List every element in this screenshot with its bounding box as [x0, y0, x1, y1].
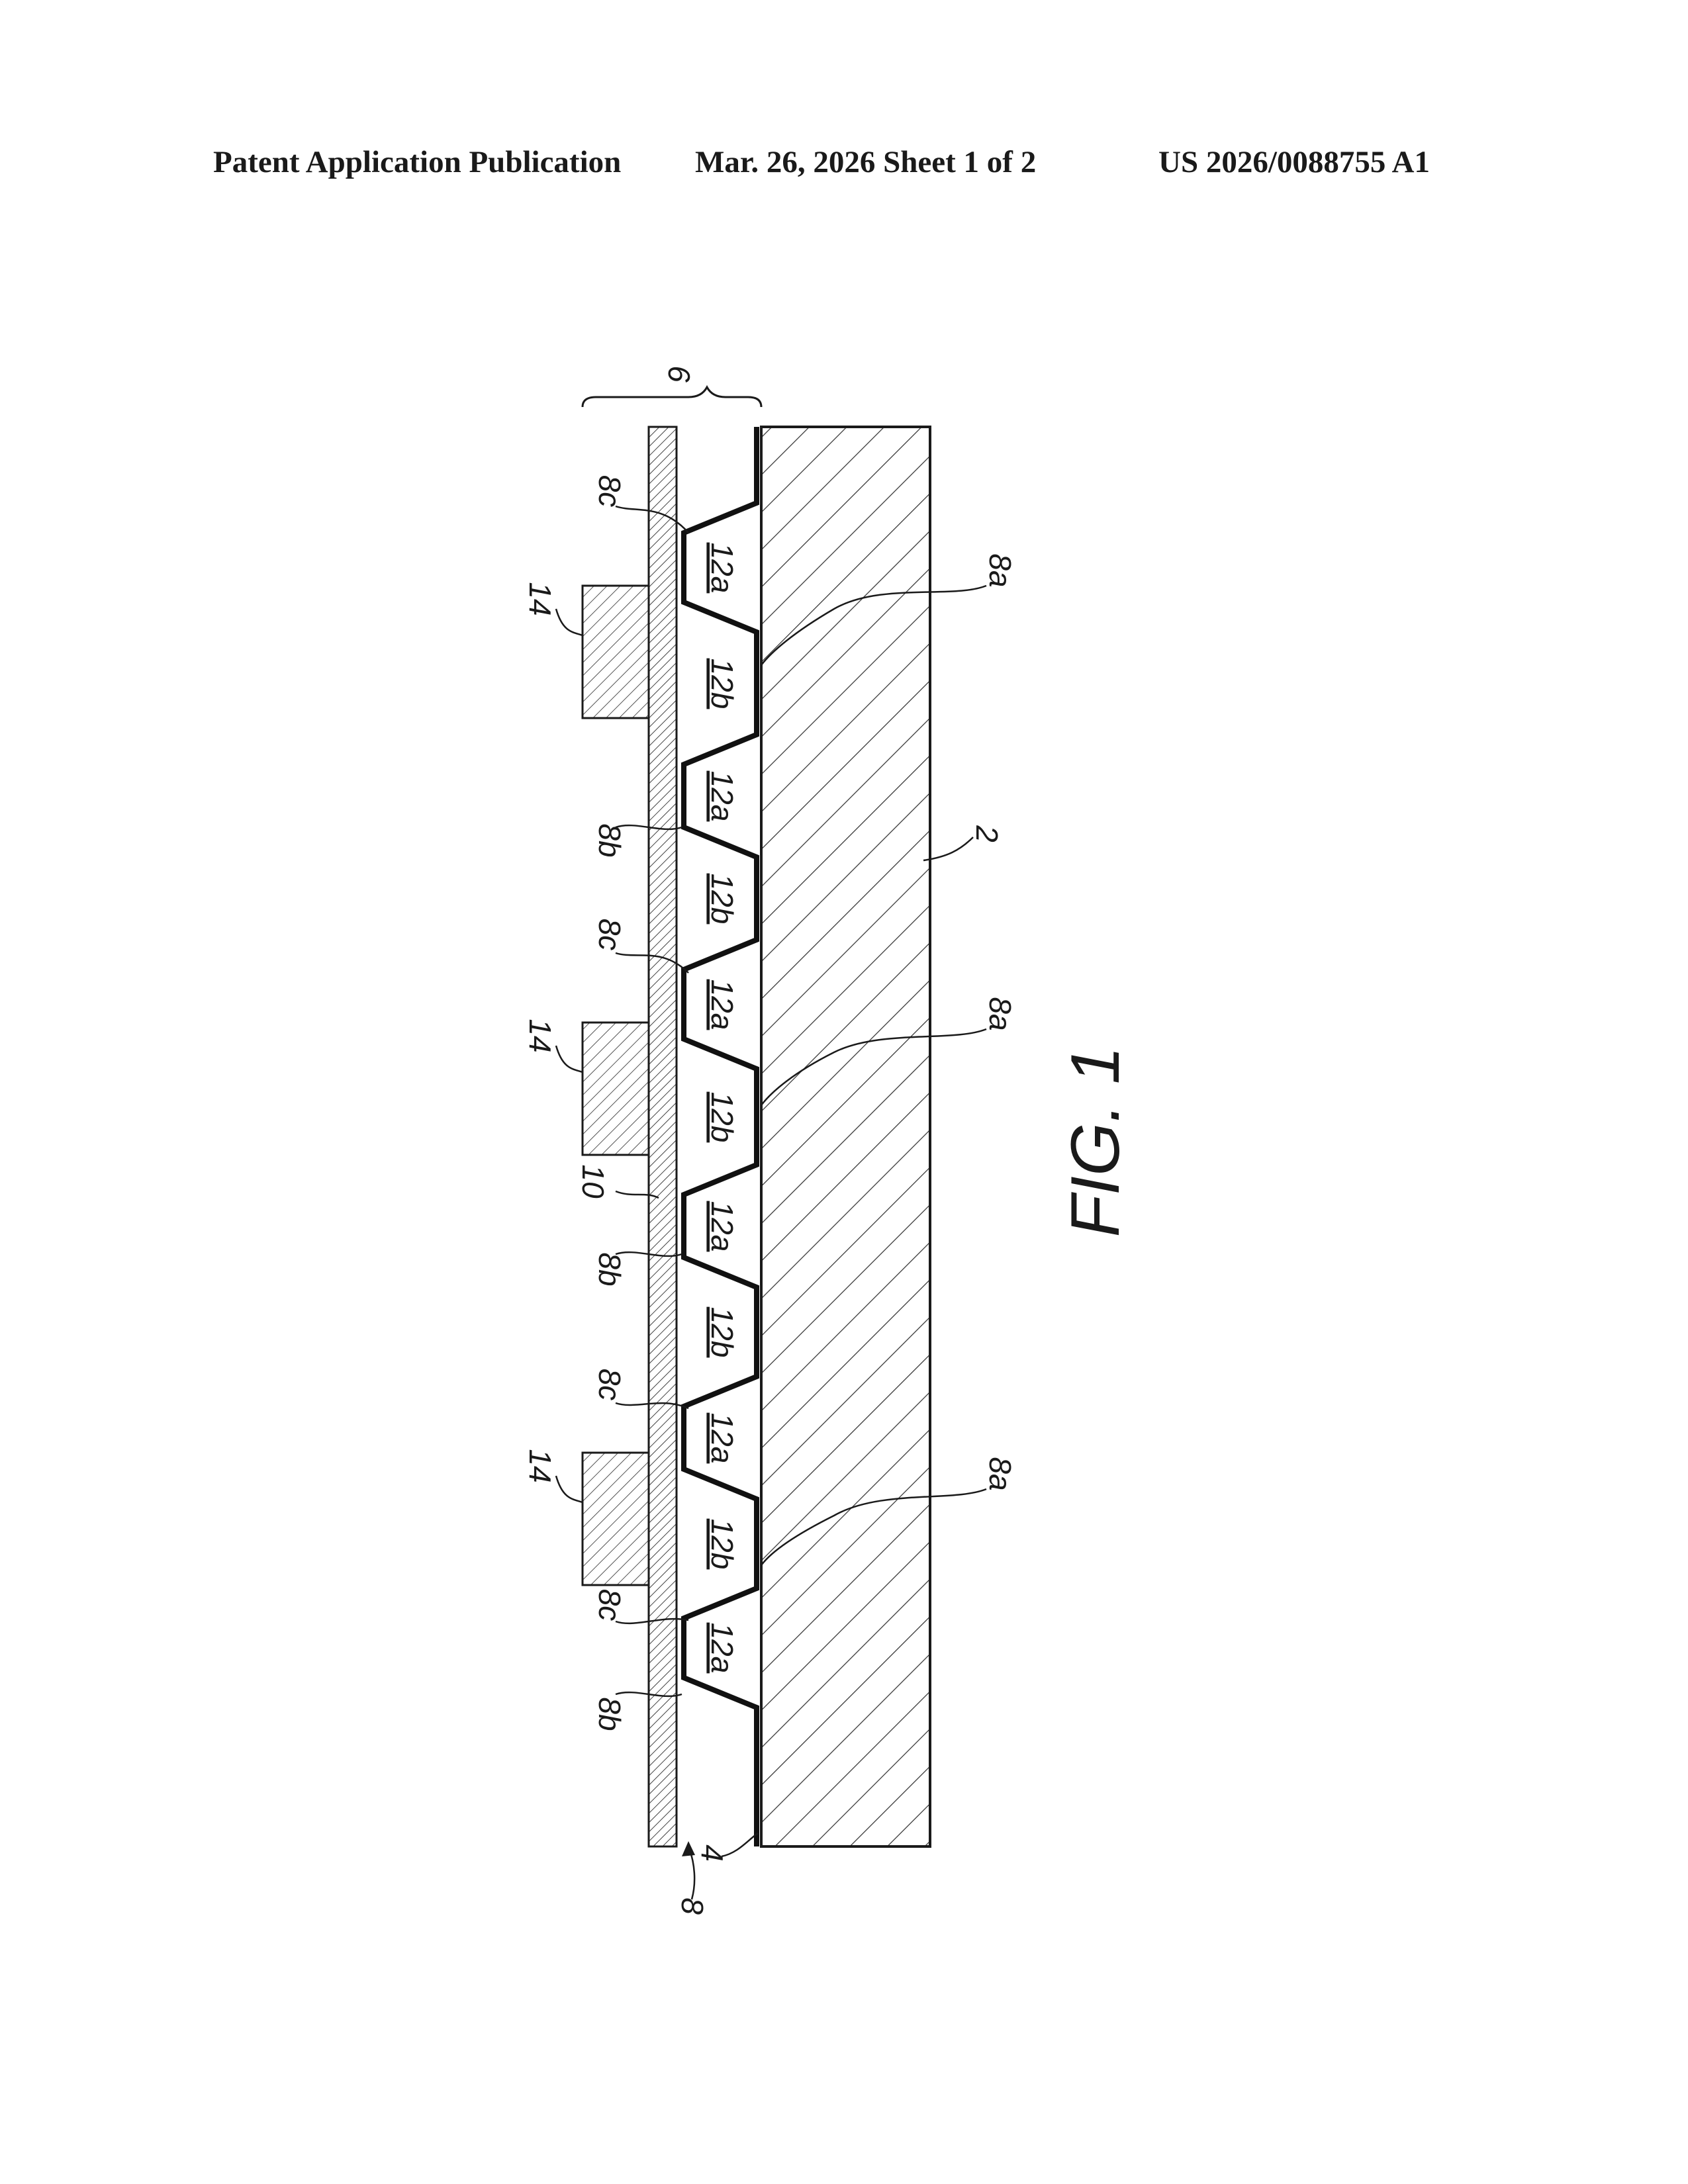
- leader-14-2: [556, 1046, 583, 1072]
- reference-4: 4: [695, 1844, 729, 1862]
- reference-8b-c: 8b: [592, 1697, 627, 1731]
- svg-text:12b: 12b: [705, 1092, 739, 1143]
- reference-8c-d: 8c: [592, 1589, 627, 1621]
- cavity-12a-1: 12a: [705, 543, 739, 594]
- leader-14-3: [556, 1476, 583, 1502]
- svg-text:8: 8: [675, 1897, 710, 1915]
- svg-text:8a: 8a: [983, 997, 1017, 1030]
- cavity-12a-5: 12a: [705, 1413, 739, 1464]
- cavity-12a-6: 12a: [705, 1623, 739, 1674]
- reference-6: 6: [662, 365, 696, 383]
- leader-14-1: [556, 609, 583, 635]
- reference-10: 10: [576, 1164, 610, 1199]
- cavity-12b-4: 12b: [705, 1307, 739, 1358]
- reference-8b-a: 8b: [592, 823, 627, 857]
- svg-text:12b: 12b: [705, 1307, 739, 1358]
- reference-8c-b: 8c: [592, 919, 627, 951]
- reference-8b-b: 8b: [592, 1252, 627, 1286]
- figure-caption: FIG. 1: [1057, 1046, 1134, 1238]
- cavity-12b-2: 12b: [705, 874, 739, 925]
- svg-text:14: 14: [523, 582, 557, 615]
- bracket-6: [583, 387, 761, 407]
- svg-text:8c: 8c: [592, 1589, 627, 1621]
- svg-text:FIG. 1: FIG. 1: [1057, 1046, 1134, 1238]
- cavity-12b-1: 12b: [705, 659, 739, 709]
- svg-text:12a: 12a: [705, 1413, 739, 1464]
- svg-text:6: 6: [662, 365, 696, 383]
- svg-text:12a: 12a: [705, 1201, 739, 1252]
- svg-text:12b: 12b: [705, 874, 739, 925]
- svg-text:4: 4: [695, 1844, 729, 1862]
- svg-text:8c: 8c: [592, 1369, 627, 1401]
- reference-8a-a: 8a: [983, 553, 1017, 587]
- pad-14-bottom: [583, 1453, 649, 1585]
- svg-text:12a: 12a: [705, 543, 739, 594]
- reference-8: 8: [675, 1897, 710, 1915]
- svg-text:14: 14: [523, 1019, 557, 1052]
- svg-text:8c: 8c: [592, 475, 627, 508]
- reference-8c-a: 8c: [592, 475, 627, 508]
- reference-2: 2: [970, 825, 1004, 842]
- svg-text:12a: 12a: [705, 979, 739, 1030]
- flat-layer-10: [649, 427, 677, 1846]
- svg-text:8b: 8b: [592, 1252, 627, 1286]
- cavity-12a-4: 12a: [705, 1201, 739, 1252]
- svg-text:8c: 8c: [592, 919, 627, 951]
- svg-text:12b: 12b: [705, 1519, 739, 1570]
- arrow-8-head: [682, 1841, 695, 1856]
- pad-14-top: [583, 586, 649, 718]
- svg-text:12a: 12a: [705, 1623, 739, 1674]
- cavity-12b-5: 12b: [705, 1519, 739, 1570]
- svg-text:10: 10: [576, 1164, 610, 1199]
- reference-8a-b: 8a: [983, 997, 1017, 1030]
- reference-8a-c: 8a: [983, 1457, 1017, 1490]
- cavity-12b-3: 12b: [705, 1092, 739, 1143]
- reference-14-b: 14: [523, 1019, 557, 1052]
- svg-text:8a: 8a: [983, 1457, 1017, 1490]
- svg-text:8b: 8b: [592, 1697, 627, 1731]
- reference-14-c: 14: [523, 1449, 557, 1482]
- svg-text:12b: 12b: [705, 659, 739, 709]
- svg-text:14: 14: [523, 1449, 557, 1482]
- reference-8c-c: 8c: [592, 1369, 627, 1401]
- svg-text:12a: 12a: [705, 771, 739, 822]
- svg-text:8b: 8b: [592, 823, 627, 857]
- svg-text:2: 2: [970, 825, 1004, 842]
- reference-14-a: 14: [523, 582, 557, 615]
- pad-14-middle: [583, 1023, 649, 1155]
- svg-text:8a: 8a: [983, 553, 1017, 587]
- cavity-12a-3: 12a: [705, 979, 739, 1030]
- cavity-12a-2: 12a: [705, 771, 739, 822]
